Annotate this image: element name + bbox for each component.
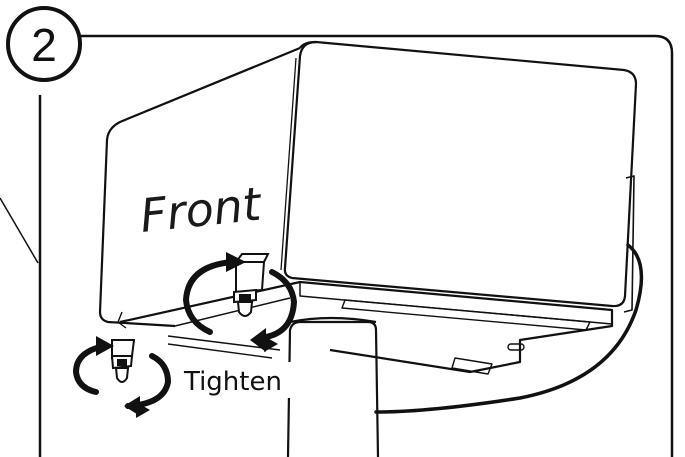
step-number: 2 bbox=[31, 19, 57, 71]
power-cable bbox=[374, 243, 644, 414]
screw-upper bbox=[233, 253, 270, 317]
monitor-front-face bbox=[283, 40, 638, 308]
diagram-frame bbox=[38, 34, 674, 457]
screw-lower bbox=[110, 339, 136, 383]
step-number-badge: 2 bbox=[6, 6, 82, 82]
circled-number-icon bbox=[6, 6, 82, 82]
monitor-side-panel bbox=[98, 46, 301, 328]
front-label: Front bbox=[138, 176, 266, 243]
monitor-base-plate bbox=[119, 280, 614, 374]
stand-column bbox=[286, 316, 380, 457]
monitor-top-edge bbox=[299, 40, 638, 85]
leader-line bbox=[0, 197, 39, 264]
monitor bbox=[98, 40, 638, 375]
rotate-arrows-icon bbox=[182, 252, 298, 352]
rotate-arrows-icon bbox=[72, 336, 172, 418]
tighten-label: Tighten bbox=[183, 367, 282, 397]
